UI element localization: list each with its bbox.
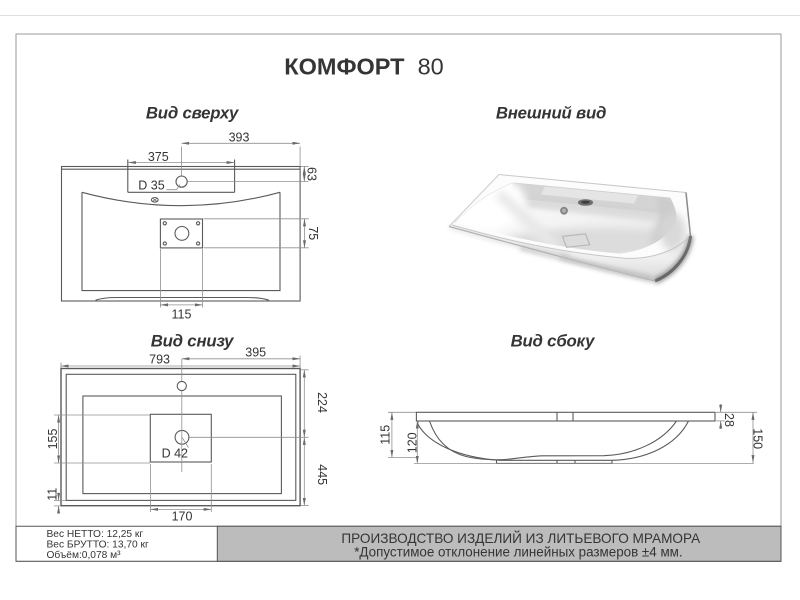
svg-text:D 42: D 42 (162, 447, 188, 461)
svg-text:Внешний вид: Внешний вид (496, 104, 606, 123)
svg-text:Вес БРУТТО: 13,70 кг: Вес БРУТТО: 13,70 кг (47, 540, 149, 551)
svg-text:Вид сверху: Вид сверху (146, 104, 240, 123)
svg-text:75: 75 (306, 226, 320, 240)
svg-text:115: 115 (172, 308, 192, 322)
svg-text:ПРОИЗВОДСТВО ИЗДЕЛИЙ ИЗ ЛИТЬЕВ: ПРОИЗВОДСТВО ИЗДЕЛИЙ ИЗ ЛИТЬЕВОГО МРАМОР… (341, 531, 701, 546)
svg-text:63: 63 (305, 167, 319, 181)
svg-text:D 35: D 35 (138, 179, 164, 193)
svg-text:Вид сбоку: Вид сбоку (511, 332, 596, 351)
svg-text:395: 395 (245, 346, 266, 360)
svg-text:793: 793 (149, 353, 170, 367)
svg-text:170: 170 (172, 510, 193, 524)
svg-text:224: 224 (315, 392, 329, 413)
svg-text:375: 375 (148, 150, 169, 164)
svg-text:Вес НЕТТО: 12,25 кг: Вес НЕТТО: 12,25 кг (47, 529, 144, 540)
svg-text:120: 120 (405, 432, 419, 453)
svg-text:115: 115 (379, 425, 393, 445)
svg-text:393: 393 (229, 131, 250, 145)
svg-text:11: 11 (46, 488, 60, 501)
svg-text:28: 28 (722, 413, 736, 427)
svg-text:Вид снизу: Вид снизу (151, 332, 235, 351)
svg-text:КОМФОРТ 80: КОМФОРТ 80 (284, 54, 443, 80)
svg-text:*Допустимое отклонение линейны: *Допустимое отклонение линейных размеров… (354, 545, 682, 560)
svg-text:445: 445 (315, 464, 329, 485)
svg-text:155: 155 (46, 429, 60, 450)
svg-text:Объём:0,078 м³: Объём:0,078 м³ (47, 549, 122, 561)
svg-text:150: 150 (751, 428, 765, 449)
